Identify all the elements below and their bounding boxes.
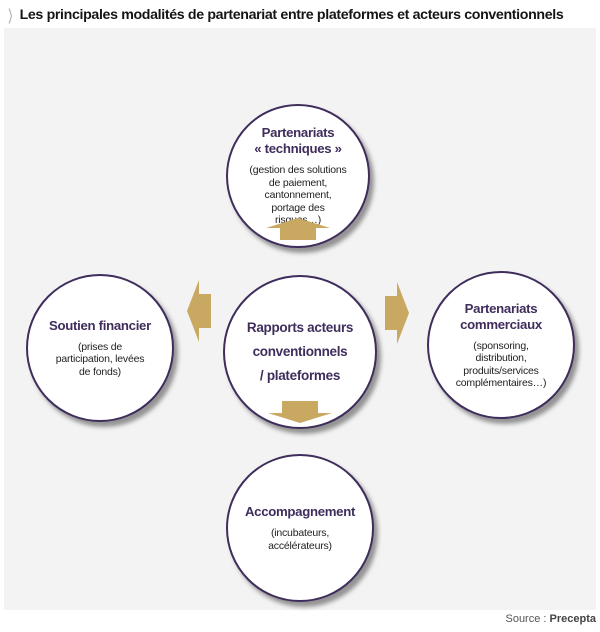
- node-center-rapports: Rapports acteurs conventionnels / platef…: [223, 275, 377, 429]
- node-title-line: Rapports acteurs: [246, 320, 354, 335]
- node-detail-line: cantonnement,: [264, 189, 332, 202]
- node-partenariats-techniques: Partenariats « techniques » (gestion des…: [226, 104, 370, 248]
- arrow-left-icon: [187, 280, 211, 342]
- node-title: Rapports acteurs conventionnels / platef…: [246, 316, 354, 388]
- node-title-line: Partenariats: [261, 125, 335, 141]
- source-name: Precepta: [549, 613, 596, 625]
- node-title-line: « techniques »: [254, 141, 342, 157]
- node-detail-line: de paiement,: [268, 176, 328, 189]
- node-title-line: / plateformes: [259, 368, 341, 383]
- node-partenariats-commerciaux: Partenariats commerciaux (sponsoring, di…: [427, 271, 575, 419]
- node-accompagnement: Accompagnement (incubateurs, accélérateu…: [226, 454, 374, 602]
- node-detail-line: accélérateurs): [268, 539, 332, 552]
- figure-title: Les principales modalités de partenariat…: [19, 7, 564, 23]
- node-title: Accompagnement: [245, 504, 355, 520]
- node-detail-line: (gestion des solutions: [249, 164, 347, 177]
- arrow-up-icon: [266, 218, 330, 240]
- node-detail: (incubateurs, accélérateurs): [268, 527, 332, 552]
- arrow-down-icon: [268, 401, 332, 423]
- node-detail-line: de fonds): [79, 365, 121, 378]
- node-title: Soutien financier: [49, 318, 151, 334]
- node-detail-line: distribution,: [475, 352, 527, 364]
- node-title-line: Accompagnement: [244, 504, 356, 519]
- source-credit: Source : Precepta: [505, 613, 596, 625]
- node-title-line: commerciaux: [460, 316, 542, 332]
- node-detail-line: participation, levées: [55, 353, 145, 366]
- arrow-right-icon: [385, 282, 409, 344]
- node-detail: (prises de participation, levées de fond…: [56, 341, 145, 379]
- node-detail-line: (prises de: [77, 340, 123, 353]
- node-detail-line: (sponsoring,: [473, 339, 529, 352]
- node-soutien-financier: Soutien financier (prises de participati…: [26, 274, 174, 422]
- node-detail-line: (incubateurs,: [270, 527, 330, 539]
- source-prefix: Source :: [505, 613, 550, 625]
- node-detail-line: portage des: [271, 201, 325, 214]
- node-detail-line: complémentaires…): [455, 377, 547, 389]
- node-title-line: conventionnels: [252, 344, 348, 359]
- node-detail: (sponsoring, distribution, produits/serv…: [456, 340, 547, 390]
- node-title-line: Partenariats: [464, 300, 538, 316]
- node-detail: (gestion des solutions de paiement, cant…: [249, 164, 346, 227]
- title-chevron-icon: ❭: [6, 7, 15, 24]
- node-title-line: Soutien financier: [49, 317, 151, 333]
- figure-title-row: ❭ Les principales modalités de partenari…: [4, 4, 596, 26]
- diagram-panel: Partenariats « techniques » (gestion des…: [4, 28, 596, 610]
- node-title: Partenariats « techniques »: [254, 125, 342, 157]
- node-detail-line: produits/services: [463, 364, 539, 377]
- node-title: Partenariats commerciaux: [460, 301, 542, 333]
